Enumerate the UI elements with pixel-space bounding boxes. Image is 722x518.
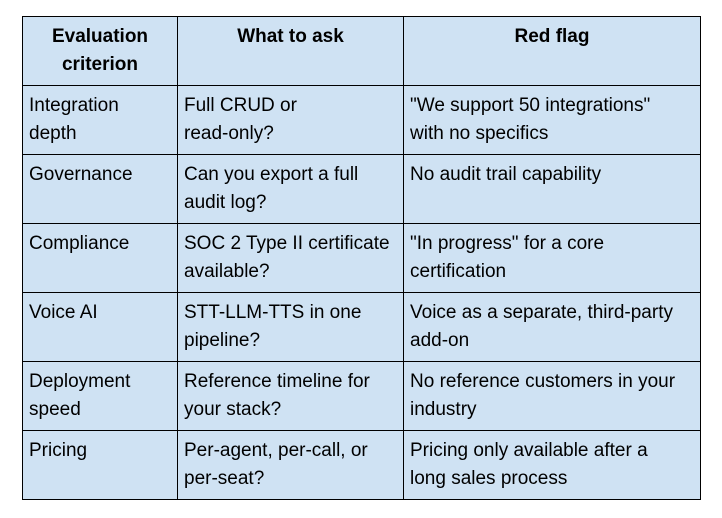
evaluation-criteria-table: Evaluation criterion What to ask Red fla… xyxy=(22,16,701,500)
cell-red-flag: Voice as a separate, third-party add-on xyxy=(403,292,701,362)
cell-what-to-ask: Can you export a full audit log? xyxy=(177,154,404,224)
cell-red-flag: Pricing only available after a long sale… xyxy=(403,430,701,500)
table-row: Voice AI STT-LLM-TTS in one pipeline? Vo… xyxy=(22,292,701,362)
header-cell-evaluation-criterion: Evaluation criterion xyxy=(22,16,178,86)
cell-criterion: Pricing xyxy=(22,430,178,500)
cell-criterion: Deployment speed xyxy=(22,361,178,431)
table-row: Deployment speed Reference timeline for … xyxy=(22,361,701,431)
table-row: Pricing Per-agent, per-call, or per-seat… xyxy=(22,430,701,500)
cell-criterion: Compliance xyxy=(22,223,178,293)
table-row: Integration depth Full CRUD or read-only… xyxy=(22,85,701,155)
cell-red-flag: No reference customers in your industry xyxy=(403,361,701,431)
table-header-row: Evaluation criterion What to ask Red fla… xyxy=(22,16,701,86)
cell-red-flag: "In progress" for a core certification xyxy=(403,223,701,293)
cell-what-to-ask: Per-agent, per-call, or per-seat? xyxy=(177,430,404,500)
cell-criterion: Integration depth xyxy=(22,85,178,155)
cell-what-to-ask: STT-LLM-TTS in one pipeline? xyxy=(177,292,404,362)
header-cell-what-to-ask: What to ask xyxy=(177,16,404,86)
table-row: Compliance SOC 2 Type II certificate ava… xyxy=(22,223,701,293)
cell-criterion: Voice AI xyxy=(22,292,178,362)
cell-red-flag: No audit trail capability xyxy=(403,154,701,224)
cell-what-to-ask: SOC 2 Type II certificate available? xyxy=(177,223,404,293)
cell-what-to-ask: Reference timeline for your stack? xyxy=(177,361,404,431)
cell-red-flag: "We support 50 integrations" with no spe… xyxy=(403,85,701,155)
header-cell-red-flag: Red flag xyxy=(403,16,701,86)
cell-what-to-ask: Full CRUD or read-only? xyxy=(177,85,404,155)
table-row: Governance Can you export a full audit l… xyxy=(22,154,701,224)
cell-criterion: Governance xyxy=(22,154,178,224)
